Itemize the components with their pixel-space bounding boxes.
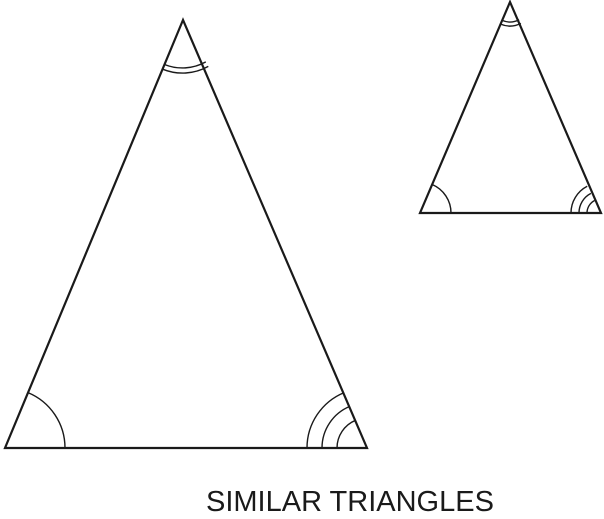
small-bottom-right-angle-mark: [570, 185, 595, 214]
small-triangle-outline: [418, 0, 603, 215]
large-triangle: [3, 17, 369, 450]
small-triangle: [418, 0, 603, 215]
small-bottom-left-angle-mark: [431, 183, 452, 214]
small-apex-angle-mark: [500, 19, 522, 27]
large-bottom-right-angle-mark: [306, 391, 356, 449]
large-bottom-left-angle-mark: [27, 391, 66, 449]
diagram-caption: SIMILAR TRIANGLES: [206, 486, 494, 518]
large-apex-angle-mark: [162, 61, 209, 74]
large-triangle-outline: [3, 17, 369, 450]
